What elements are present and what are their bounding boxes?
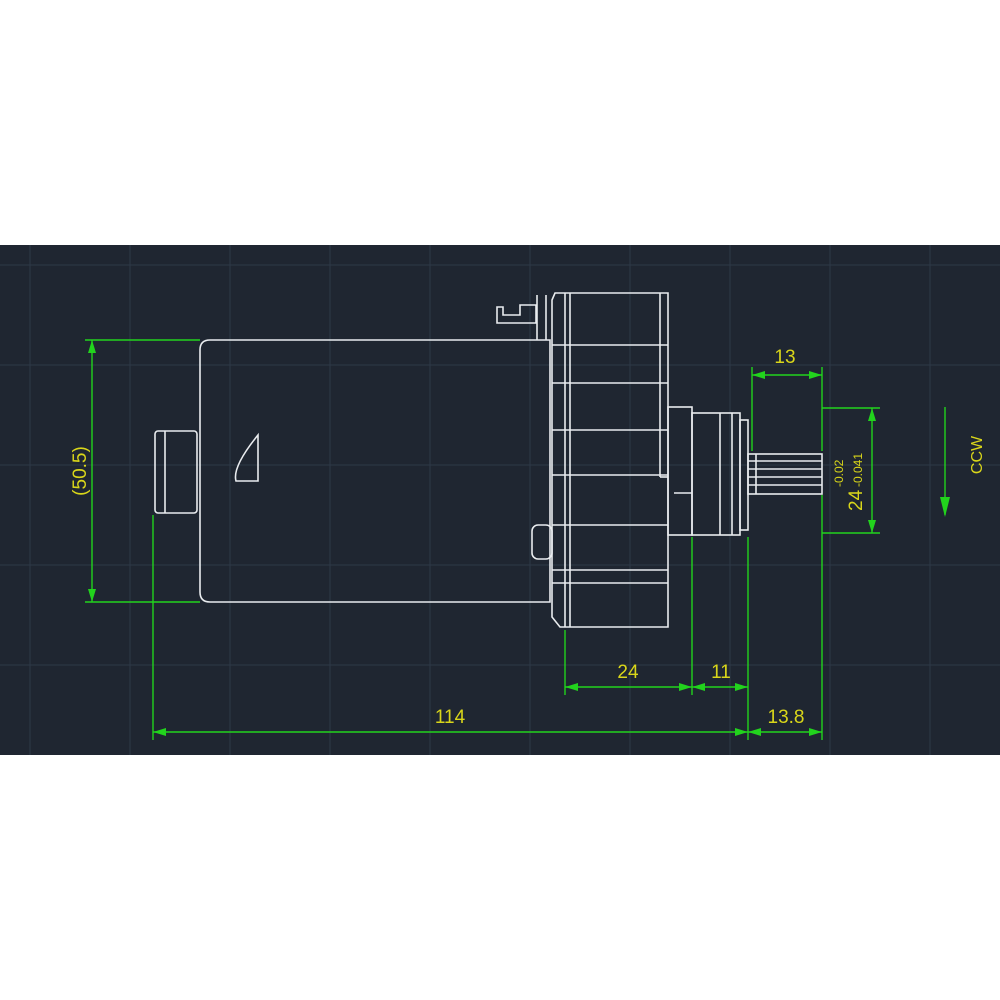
dim-overall-length: 114: [435, 707, 466, 728]
arrow-extension-left: [748, 728, 761, 736]
arrow-shaft-bottom: [868, 520, 876, 533]
motor-dimension-drawing: (50.5) 13 24 -0.02 -0.041 24 11 114 13.8…: [0, 245, 1000, 755]
arrow-heads: [88, 340, 950, 736]
arrow-diameter-top: [88, 340, 96, 353]
arrow-flange-left: [565, 683, 578, 691]
dimension-lines: [85, 339, 946, 740]
rotation-direction-label: CCW: [969, 435, 986, 474]
dim-tolerance-lower: -0.041: [851, 453, 865, 487]
terminal-connector: [496, 304, 537, 324]
rear-cap: [154, 430, 198, 514]
arrow-diameter-bottom: [88, 589, 96, 602]
arrow-flange-right: [679, 683, 692, 691]
dim-shaft-diameter: 24: [846, 489, 867, 511]
dim-flange-width: 24: [617, 662, 639, 683]
dim-spline-length: 13: [774, 347, 795, 368]
drawing-background: [0, 245, 1000, 755]
arrow-down-icon: [940, 497, 950, 517]
mounting-bolt: [531, 524, 553, 560]
arrow-overall-right: [735, 728, 748, 736]
gear-housing: [551, 292, 669, 628]
arrow-spline-right: [809, 371, 822, 379]
dim-body-diameter: (50.5): [70, 446, 91, 496]
dim-hub-width: 11: [711, 662, 731, 683]
dim-shaft-extension: 13.8: [768, 707, 805, 728]
arrow-extension-right: [809, 728, 822, 736]
arrow-shaft-top: [868, 408, 876, 421]
arrow-hub-right: [735, 683, 748, 691]
splined-shaft: [747, 453, 823, 495]
body-label-mark: [234, 432, 259, 482]
motor-body: [199, 339, 551, 603]
grid-lines: [0, 245, 1000, 755]
arrow-spline-left: [752, 371, 765, 379]
arrow-hub-left: [692, 683, 705, 691]
cad-drawing-panel: (50.5) 13 24 -0.02 -0.041 24 11 114 13.8…: [0, 245, 1000, 755]
arrow-overall-left: [153, 728, 166, 736]
dim-tolerance-upper: -0.02: [832, 459, 846, 487]
motor-outline: [154, 292, 823, 628]
